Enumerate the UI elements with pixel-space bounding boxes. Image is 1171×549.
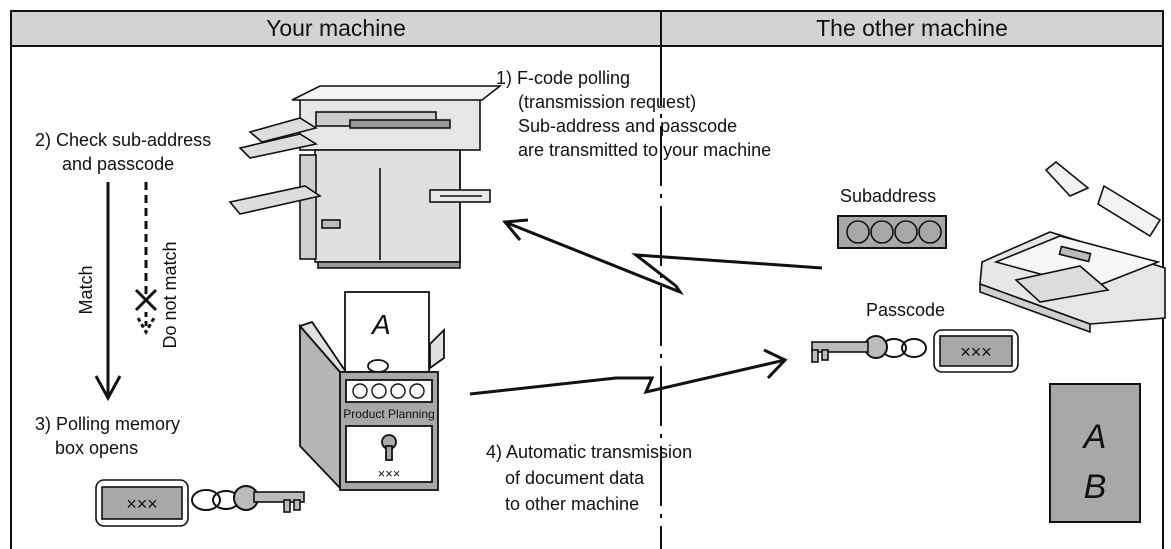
match-label: Match	[76, 265, 96, 314]
header-other-machine-label: The other machine	[816, 15, 1008, 41]
fax-machine-icon	[979, 160, 1166, 334]
step2-line1: 2) Check sub-address	[35, 130, 212, 150]
subaddress-label: Subaddress	[840, 186, 937, 206]
box-doc-letter: A	[370, 309, 391, 340]
memory-box-icon: A Product Planning ×××	[298, 291, 445, 491]
do-not-match-arrow	[134, 182, 158, 336]
step4-line1: 4) Automatic transmission	[486, 442, 693, 462]
copier-icon	[228, 85, 503, 269]
header-your-machine: Your machine	[10, 10, 662, 47]
box-name-label: Product Planning	[343, 407, 434, 421]
do-not-match-label: Do not match	[160, 241, 180, 348]
doc-letter-a: A	[1082, 418, 1107, 456]
step2-line2: and passcode	[62, 154, 175, 174]
passcode-label: Passcode	[866, 300, 946, 320]
step1-line3: Sub-address and passcode	[518, 116, 738, 136]
header-your-machine-label: Your machine	[266, 15, 406, 41]
passcode-x-mark: ×××	[960, 342, 992, 362]
header-other-machine: The other machine	[660, 10, 1164, 47]
step1-line1: 1) F-code polling	[496, 68, 631, 88]
step4-line3: to other machine	[505, 494, 640, 514]
doc-letter-b: B	[1084, 468, 1107, 506]
step1-line2: (transmission request)	[518, 92, 697, 112]
key-icon-passcode: ×××	[811, 329, 1019, 373]
step4-line2: of document data	[505, 468, 645, 488]
document-ab-icon: A B	[1049, 383, 1141, 523]
step1-line4: are transmitted to your machine	[518, 140, 772, 160]
step3-line2: box opens	[55, 438, 139, 458]
subaddress-box	[837, 215, 947, 249]
step3-line1: 3) Polling memory	[35, 414, 181, 434]
box-x-mark: ×××	[378, 466, 401, 481]
match-arrow	[94, 182, 122, 402]
lightning-arrow-icon-request	[502, 218, 823, 296]
key-icon-box: ×××	[95, 479, 305, 527]
lightning-arrow-icon-transmit	[469, 348, 788, 396]
box-key-x-mark: ×××	[126, 494, 158, 514]
